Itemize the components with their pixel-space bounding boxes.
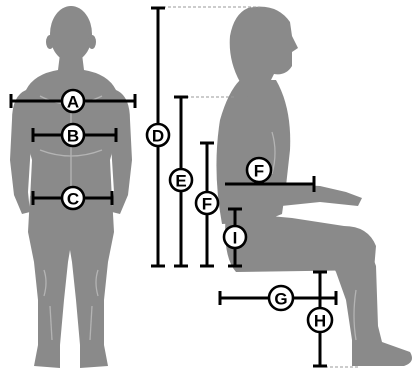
svg-text:C: C xyxy=(67,190,79,209)
label-badge-i: I xyxy=(222,224,248,250)
svg-text:F: F xyxy=(254,162,264,181)
label-badge-g: G xyxy=(267,284,295,312)
svg-text:E: E xyxy=(175,172,186,191)
svg-text:I: I xyxy=(233,229,238,248)
label-badge-f-horizontal: F xyxy=(245,156,273,184)
label-badge-e: E xyxy=(168,167,194,193)
svg-text:F: F xyxy=(202,195,212,214)
svg-text:H: H xyxy=(314,312,326,331)
label-badge-f-vertical: F xyxy=(194,190,220,216)
label-badge-c: C xyxy=(60,185,86,211)
svg-text:D: D xyxy=(152,127,164,146)
svg-text:A: A xyxy=(67,93,79,112)
label-badge-h: H xyxy=(306,306,334,334)
label-badge-d: D xyxy=(145,122,171,148)
label-badge-a: A xyxy=(60,88,86,114)
label-badge-b: B xyxy=(60,122,86,148)
svg-text:G: G xyxy=(274,290,287,309)
svg-text:B: B xyxy=(67,127,79,146)
